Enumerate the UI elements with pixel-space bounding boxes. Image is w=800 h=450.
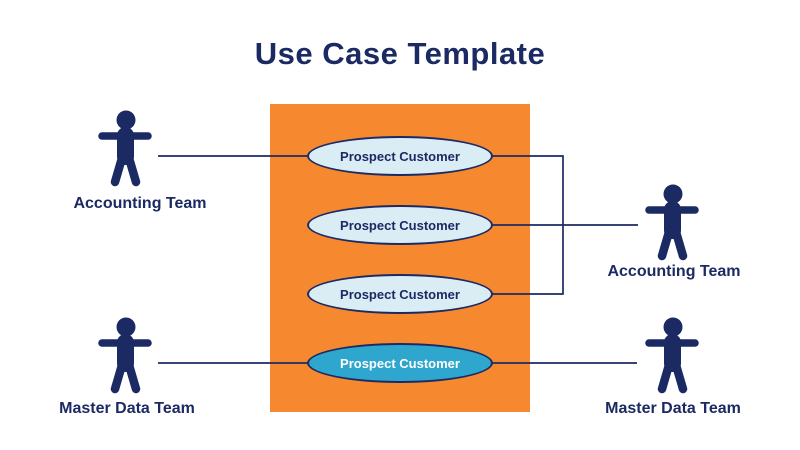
actor-icon-left-bottom (97, 317, 153, 395)
actor-label-left-bottom: Master Data Team (59, 400, 195, 417)
diagram-title: Use Case Template (254, 36, 546, 71)
actor-label-left-top: Accounting Team (73, 195, 207, 212)
use-case-label: Prospect Customer (340, 286, 460, 302)
actor-label-right-bottom: Master Data Team (605, 400, 741, 417)
actor-icon-right-middle (644, 184, 700, 262)
use-case-ellipse-4-highlighted: Prospect Customer (307, 343, 493, 383)
use-case-ellipse-2: Prospect Customer (307, 205, 493, 245)
actor-icon-left-top (97, 110, 153, 188)
use-case-label: Prospect Customer (340, 148, 460, 164)
use-case-ellipse-3: Prospect Customer (307, 274, 493, 314)
use-case-ellipse-1: Prospect Customer (307, 136, 493, 176)
actor-icon-right-bottom (644, 317, 700, 395)
use-case-label: Prospect Customer (340, 217, 460, 233)
use-case-label: Prospect Customer (340, 355, 460, 371)
actor-label-right-middle: Accounting Team (607, 263, 741, 280)
